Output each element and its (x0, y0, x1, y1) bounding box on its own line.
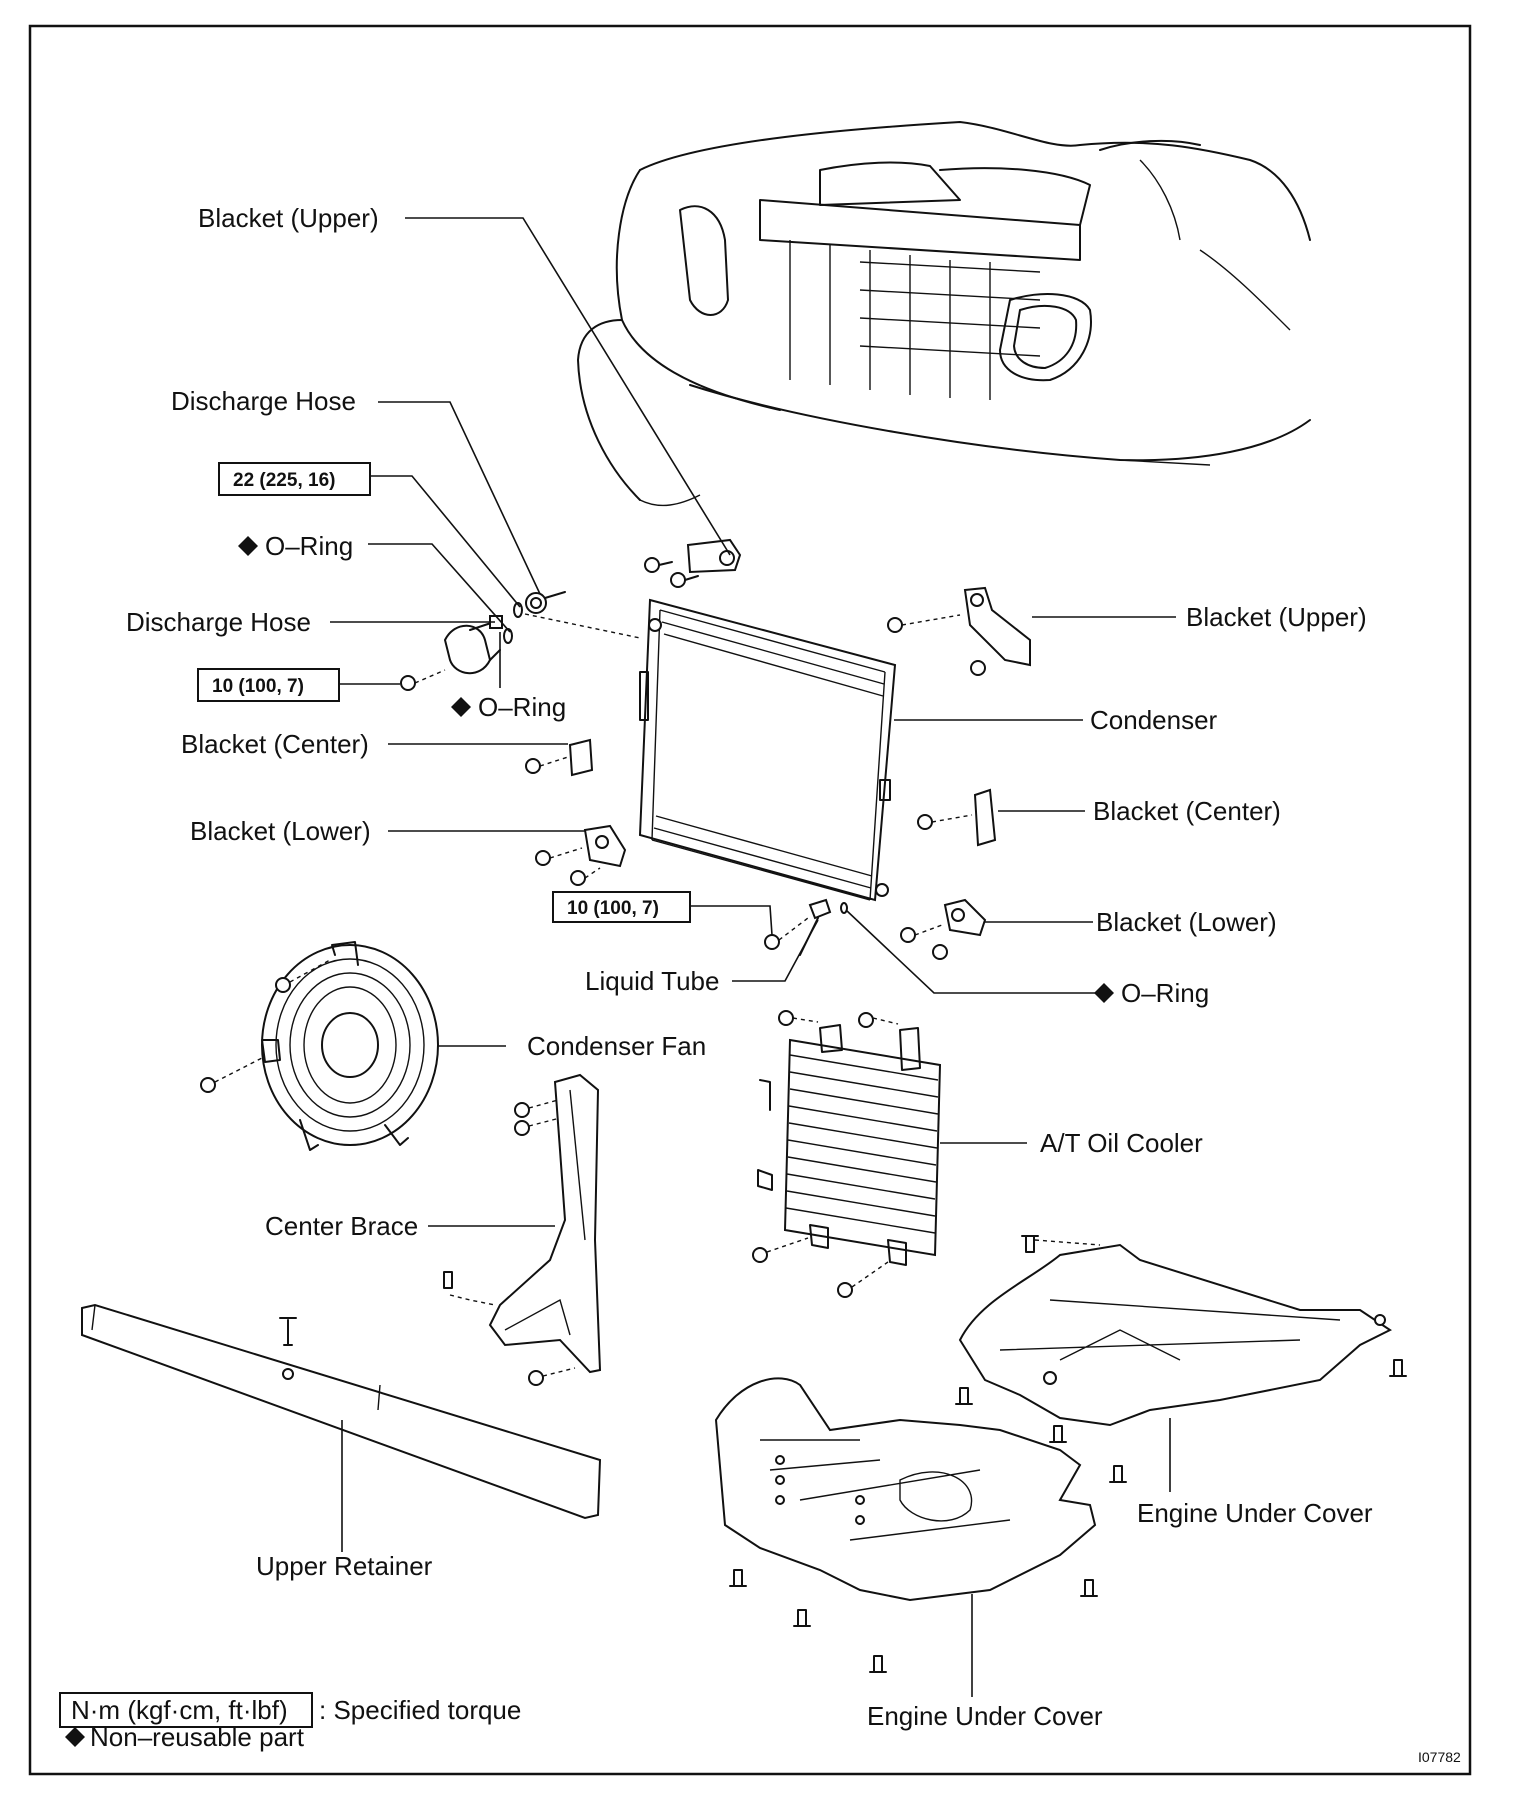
figure-id: I07782 (1418, 1749, 1461, 1765)
legend-nonreusable: Non–reusable part (90, 1722, 305, 1752)
legend-torque-box (59, 1692, 313, 1728)
label-blacket-lower-left: Blacket (Lower) (190, 816, 371, 846)
label-blacket-center-right: Blacket (Center) (1093, 796, 1281, 826)
legend-torque-unit: N·m (kgf·cm, ft·lbf) (71, 1695, 288, 1725)
upper-retainer-illustration (81, 1303, 602, 1520)
torque-box-22 (218, 462, 371, 496)
label-liquid-tube: Liquid Tube (585, 966, 719, 996)
label-discharge-hose-top: Discharge Hose (171, 386, 356, 416)
diamond-icon (451, 697, 471, 717)
bracket-center-right (917, 788, 997, 847)
diamond-icon (65, 1727, 85, 1747)
label-oring-3: O–Ring (1121, 978, 1209, 1008)
label-oring-2: O–Ring (478, 692, 566, 722)
legend-torque-desc: : Specified torque (319, 1695, 521, 1725)
label-center-brace: Center Brace (265, 1211, 418, 1241)
label-discharge-hose-mid: Discharge Hose (126, 607, 311, 637)
label-engine-under-cover-1: Engine Under Cover (1137, 1498, 1373, 1528)
torque-box-10-b (552, 891, 691, 923)
leader-lines (330, 217, 1176, 1697)
vehicle-front-illustration (577, 121, 1311, 507)
label-blacket-lower-right: Blacket (Lower) (1096, 907, 1277, 937)
bracket-center-left (525, 738, 594, 777)
diagram-frame (28, 24, 1472, 1776)
condenser-illustration (638, 598, 897, 902)
label-condenser: Condenser (1090, 705, 1218, 735)
label-blacket-upper-left: Blacket (Upper) (198, 203, 379, 233)
bracket-upper-left (686, 538, 742, 574)
engine-under-cover-front-illustration (714, 1377, 1098, 1673)
bolts-upper-left (644, 557, 699, 588)
discharge-hose-fitting (400, 591, 641, 691)
diamond-icon (1094, 983, 1114, 1003)
bracket-upper-right (887, 586, 1031, 676)
label-at-oil-cooler: A/T Oil Cooler (1040, 1128, 1203, 1158)
label-condenser-fan: Condenser Fan (527, 1031, 706, 1061)
label-blacket-center-left: Blacket (Center) (181, 729, 369, 759)
label-torque-10-b: 10 (100, 7) (567, 898, 659, 919)
bracket-lower-right (900, 898, 987, 960)
at-oil-cooler-illustration (752, 1010, 942, 1298)
engine-under-cover-rear-illustration (955, 1235, 1407, 1483)
label-engine-under-cover-2: Engine Under Cover (867, 1701, 1103, 1731)
condenser-fan-illustration (200, 941, 439, 1151)
label-torque-22: 22 (225, 16) (233, 470, 335, 491)
label-blacket-upper-right: Blacket (Upper) (1186, 602, 1367, 632)
label-oring-1: O–Ring (265, 531, 353, 561)
center-brace-illustration (443, 1073, 602, 1386)
label-torque-10-a: 10 (100, 7) (212, 676, 304, 697)
bracket-lower-left (535, 824, 627, 886)
label-upper-retainer: Upper Retainer (256, 1551, 433, 1581)
torque-box-10-a (197, 668, 340, 702)
legend: N·m (kgf·cm, ft·lbf) : Specified torque … (59, 1692, 521, 1752)
liquid-tube-fitting (764, 898, 848, 956)
diamond-icon (238, 536, 258, 556)
